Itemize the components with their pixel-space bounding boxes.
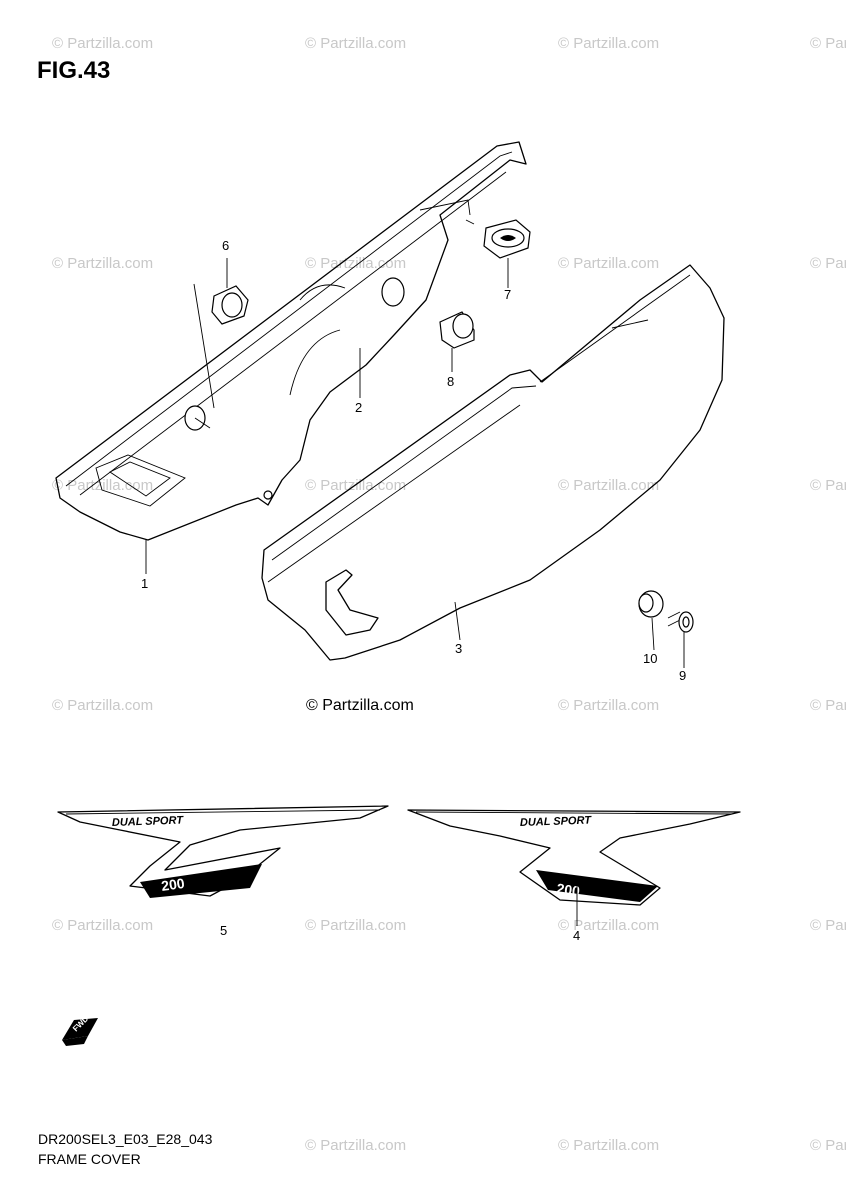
- watermark: © Partzilla.com: [52, 917, 153, 934]
- leader-lines: [145, 258, 685, 926]
- watermark: © Partzilla.com: [305, 1137, 406, 1154]
- part-bolt-9: [667, 611, 694, 633]
- part-emblem-left: DUAL SPORT 200: [57, 805, 389, 898]
- watermark: © Partzilla.com: [810, 255, 846, 272]
- watermark: © Partzilla.com: [558, 477, 659, 494]
- watermark: © Partzilla.com: [52, 35, 153, 52]
- watermark: © Partzilla.com: [52, 697, 153, 714]
- emblem-model-left: 200: [160, 875, 186, 894]
- watermark: © Partzilla.com: [810, 917, 846, 934]
- part-grommet-6: [193, 283, 249, 409]
- watermark: © Partzilla.com: [305, 917, 406, 934]
- watermark: © Partzilla.com: [810, 35, 846, 52]
- part-side-cover: [261, 264, 725, 661]
- diagram-caption: FRAME COVER: [38, 1151, 141, 1167]
- callout-7: 7: [504, 287, 511, 302]
- watermark: © Partzilla.com: [305, 255, 406, 272]
- callout-8: 8: [447, 374, 454, 389]
- watermark-layer: © Partzilla.com © Partzilla.com © Partzi…: [52, 35, 846, 1154]
- part-washer-10: [638, 590, 664, 618]
- emblem-text-right: DUAL SPORT: [520, 814, 593, 829]
- callout-4: 4: [573, 928, 580, 943]
- watermark: © Partzilla.com: [305, 35, 406, 52]
- callout-6: 6: [222, 238, 229, 253]
- watermark: © Partzilla.com: [558, 1137, 659, 1154]
- fwd-arrow-icon: FWD: [62, 1014, 98, 1046]
- figure-title: FIG.43: [37, 57, 110, 84]
- copyright-label: © Partzilla.com: [306, 697, 414, 714]
- callout-10: 10: [643, 651, 657, 666]
- watermark: © Partzilla.com: [558, 917, 659, 934]
- part-emblem-right: DUAL SPORT 200: [407, 809, 741, 906]
- watermark: © Partzilla.com: [52, 477, 153, 494]
- callout-2: 2: [355, 400, 362, 415]
- diagram-code: DR200SEL3_E03_E28_043: [38, 1131, 213, 1147]
- callout-1: 1: [141, 576, 148, 591]
- watermark: © Partzilla.com: [52, 255, 153, 272]
- watermark: © Partzilla.com: [558, 697, 659, 714]
- callout-5: 5: [220, 923, 227, 938]
- emblem-model-right: 200: [556, 880, 582, 899]
- callout-9: 9: [679, 668, 686, 683]
- callout-labels: 1 2 3 4 5 6 7 8 9 10: [141, 238, 686, 943]
- watermark: © Partzilla.com: [558, 255, 659, 272]
- callout-3: 3: [455, 641, 462, 656]
- watermark: © Partzilla.com: [810, 477, 846, 494]
- watermark: © Partzilla.com: [810, 1137, 846, 1154]
- watermark: © Partzilla.com: [558, 35, 659, 52]
- part-grommet-7: [483, 219, 531, 259]
- watermark: © Partzilla.com: [810, 697, 846, 714]
- part-spacer-8: [439, 311, 475, 349]
- emblem-text-left: DUAL SPORT: [112, 814, 185, 829]
- part-frame-cover-upper: [55, 141, 527, 541]
